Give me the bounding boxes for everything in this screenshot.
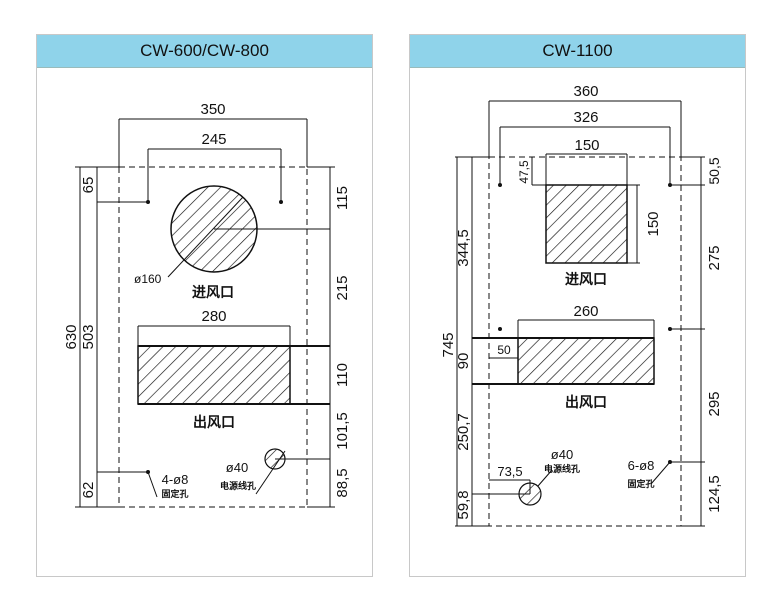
dim-295: 295 bbox=[706, 391, 723, 416]
dim-50-5: 50,5 bbox=[706, 157, 722, 184]
dim-150: 150 bbox=[574, 137, 599, 154]
left-drawing: 350 245 ø160 进风口 280 出风口 ø40 电源线孔 bbox=[63, 101, 351, 508]
dim-62: 62 bbox=[80, 482, 97, 499]
dim-215: 215 bbox=[334, 275, 351, 300]
dim-65: 65 bbox=[80, 177, 97, 194]
dim-630: 630 bbox=[63, 324, 80, 349]
right-drawing: 360 326 150 47,5 150 进风口 260 bbox=[440, 83, 723, 527]
dim-250-7: 250,7 bbox=[455, 413, 472, 451]
dim-115: 115 bbox=[334, 186, 351, 210]
dim-245: 245 bbox=[201, 131, 226, 148]
dim-344-5: 344,5 bbox=[455, 229, 472, 267]
mount-label: 6-ø8 bbox=[628, 458, 655, 473]
mount-sub-label: 固定孔 bbox=[627, 478, 654, 489]
inlet-rect bbox=[545, 184, 628, 264]
panel-title: CW-600/CW-800 bbox=[37, 35, 372, 68]
outlet-rect bbox=[517, 337, 655, 385]
outlet-label: 出风口 bbox=[193, 414, 235, 430]
panel-cw600-800: CW-600/CW-800 bbox=[36, 34, 373, 577]
dim-90: 90 bbox=[455, 353, 472, 370]
dim-503: 503 bbox=[80, 324, 97, 349]
cable-label: 电源线孔 bbox=[220, 480, 256, 491]
dim-50: 50 bbox=[497, 343, 511, 357]
cable-label: 电源线孔 bbox=[544, 463, 580, 474]
dia40-label: ø40 bbox=[551, 447, 573, 462]
dia40-label: ø40 bbox=[226, 460, 248, 475]
dim-280: 280 bbox=[201, 308, 226, 325]
mount-hole bbox=[279, 200, 283, 204]
dim-73-5: 73,5 bbox=[497, 464, 522, 479]
cabinet-outline bbox=[118, 166, 308, 508]
dim-275: 275 bbox=[706, 245, 723, 270]
outlet-rect bbox=[137, 345, 291, 405]
dim-59-8: 59,8 bbox=[455, 490, 472, 519]
panel-title: CW-1100 bbox=[410, 35, 745, 68]
dim-326: 326 bbox=[573, 109, 598, 126]
mount-sub-label: 固定孔 bbox=[161, 488, 188, 499]
panel-cw1100: CW-1100 bbox=[409, 34, 746, 577]
inlet-label: 进风口 bbox=[192, 284, 234, 300]
dim-47-5: 47,5 bbox=[517, 160, 531, 184]
dim-101-5: 101,5 bbox=[334, 412, 351, 450]
dim-745: 745 bbox=[440, 332, 457, 357]
dim-150-side: 150 bbox=[645, 211, 662, 236]
mount-label: 4-ø8 bbox=[162, 472, 189, 487]
inlet-label: 进风口 bbox=[565, 271, 607, 287]
dim-124-5: 124,5 bbox=[706, 475, 723, 513]
dia160-label: ø160 bbox=[134, 272, 162, 286]
dim-88-5: 88,5 bbox=[334, 468, 351, 497]
dim-360: 360 bbox=[573, 83, 598, 100]
dim-260: 260 bbox=[573, 303, 598, 320]
dim-350: 350 bbox=[200, 101, 225, 118]
dim-110: 110 bbox=[334, 363, 351, 387]
cabinet-outline bbox=[488, 156, 682, 527]
outlet-label: 出风口 bbox=[565, 394, 607, 410]
